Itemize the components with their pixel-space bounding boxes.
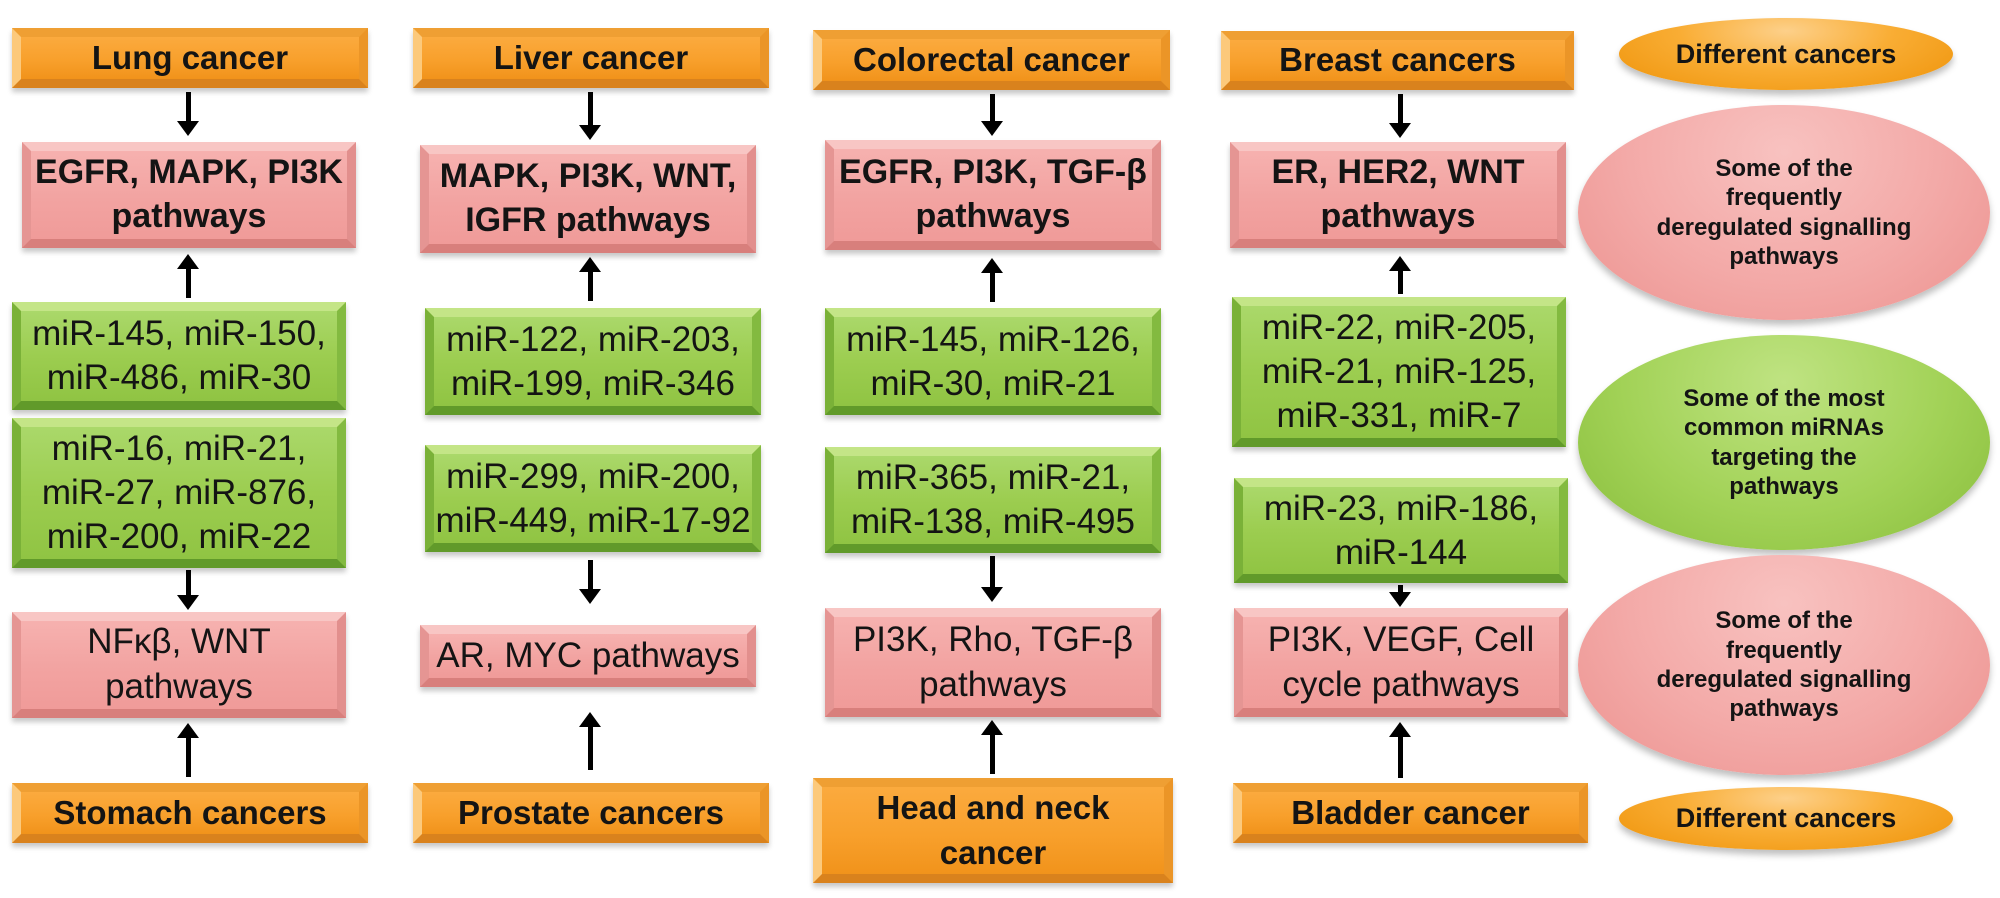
mirna-box-headneck: miR-365, miR-21, miR-138, miR-495 bbox=[825, 447, 1161, 553]
down-arrow-icon bbox=[1389, 585, 1411, 607]
cancer-box-stomach: Stomach cancers bbox=[12, 783, 368, 843]
pathway-box-stomach: NFκβ, WNT pathways bbox=[12, 612, 346, 718]
legend-ellipse-different-cancers-top: Different cancers bbox=[1619, 18, 1953, 90]
up-arrow-icon bbox=[177, 723, 199, 777]
up-arrow-icon bbox=[981, 258, 1003, 302]
pathway-box-bladder: PI3K, VEGF, Cell cycle pathways bbox=[1234, 608, 1568, 717]
mirna-box-bladder: miR-23, miR-186, miR-144 bbox=[1234, 478, 1568, 583]
down-arrow-icon bbox=[579, 560, 601, 604]
up-arrow-icon bbox=[981, 720, 1003, 774]
mirna-box-lung: miR-145, miR-150, miR-486, miR-30 bbox=[12, 302, 346, 410]
cancer-box-headneck: Head and neck cancer bbox=[813, 778, 1173, 883]
cancer-box-bladder: Bladder cancer bbox=[1233, 783, 1588, 843]
down-arrow-icon bbox=[1389, 94, 1411, 138]
legend-ellipse-different-cancers-bottom: Different cancers bbox=[1619, 787, 1953, 850]
down-arrow-icon bbox=[177, 92, 199, 136]
down-arrow-icon bbox=[981, 94, 1003, 136]
cancer-box-liver: Liver cancer bbox=[413, 28, 769, 88]
cancer-box-lung: Lung cancer bbox=[12, 28, 368, 88]
down-arrow-icon bbox=[177, 570, 199, 610]
up-arrow-icon bbox=[1389, 722, 1411, 778]
legend-ellipse-pathways-bottom: Some of the frequently deregulated signa… bbox=[1578, 555, 1990, 775]
down-arrow-icon bbox=[981, 556, 1003, 602]
pathway-box-liver: MAPK, PI3K, WNT, IGFR pathways bbox=[420, 145, 756, 253]
up-arrow-icon bbox=[177, 254, 199, 298]
up-arrow-icon bbox=[579, 257, 601, 301]
mirna-box-prostate: miR-299, miR-200, miR-449, miR-17-92 bbox=[425, 445, 761, 552]
pathway-box-lung: EGFR, MAPK, PI3K pathways bbox=[22, 142, 356, 248]
pathway-box-colorectal: EGFR, PI3K, TGF-β pathways bbox=[825, 140, 1161, 250]
legend-ellipse-pathways-top: Some of the frequently deregulated signa… bbox=[1578, 105, 1990, 320]
up-arrow-icon bbox=[1389, 256, 1411, 294]
pathway-box-headneck: PI3K, Rho, TGF-β pathways bbox=[825, 608, 1161, 717]
down-arrow-icon bbox=[579, 92, 601, 140]
legend-ellipse-mirnas: Some of the most common miRNAs targeting… bbox=[1578, 335, 1990, 550]
pathway-box-prostate: AR, MYC pathways bbox=[420, 625, 756, 687]
pathway-box-breast: ER, HER2, WNT pathways bbox=[1230, 142, 1566, 248]
cancer-box-breast: Breast cancers bbox=[1221, 31, 1574, 90]
mirna-box-liver: miR-122, miR-203, miR-199, miR-346 bbox=[425, 308, 761, 415]
mirna-box-colorectal: miR-145, miR-126, miR-30, miR-21 bbox=[825, 308, 1161, 415]
cancer-box-prostate: Prostate cancers bbox=[413, 783, 769, 843]
cancer-box-colorectal: Colorectal cancer bbox=[813, 30, 1170, 90]
mirna-box-stomach: miR-16, miR-21, miR-27, miR-876, miR-200… bbox=[12, 418, 346, 568]
mirna-box-breast: miR-22, miR-205, miR-21, miR-125, miR-33… bbox=[1232, 297, 1566, 447]
up-arrow-icon bbox=[579, 712, 601, 770]
